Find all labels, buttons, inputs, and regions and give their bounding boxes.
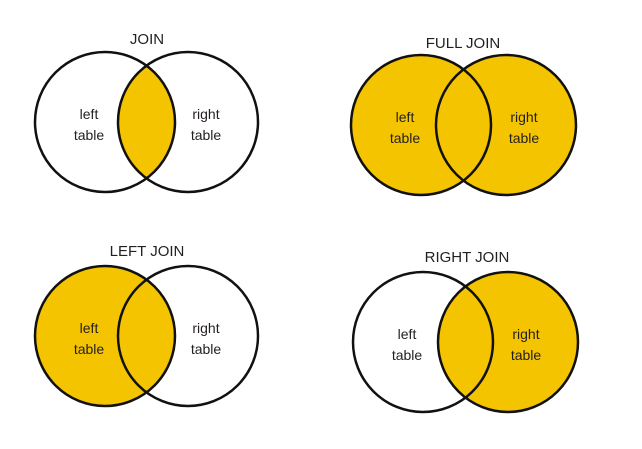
right-table-label-line2: table xyxy=(191,341,222,357)
left-join-diagram: LEFT JOIN left table right table xyxy=(33,243,260,408)
right-table-label-line1: right xyxy=(512,326,539,342)
intersection-region xyxy=(118,52,175,192)
left-table-label-line2: table xyxy=(392,347,423,363)
right-table-label-line1: right xyxy=(192,106,219,122)
left-table-circle xyxy=(33,50,177,194)
left-table-label-line1: left xyxy=(396,109,415,125)
left-table-circle xyxy=(351,270,495,414)
intersection-region xyxy=(438,272,493,412)
right-table-circle xyxy=(436,270,580,414)
left-table-label-line2: table xyxy=(74,341,105,357)
right-table-label-line2: table xyxy=(511,347,542,363)
right-table-circle xyxy=(116,264,260,408)
left-table-label-line2: table xyxy=(390,130,421,146)
right-table-label-line2: table xyxy=(191,127,222,143)
full-join-diagram: FULL JOIN left table right table xyxy=(349,35,578,197)
right-join-diagram: RIGHT JOIN left table right table xyxy=(351,249,580,414)
intersection-region xyxy=(436,55,491,195)
intersection-region xyxy=(118,266,175,406)
right-table-label-line1: right xyxy=(510,109,537,125)
left-join-title: LEFT JOIN xyxy=(110,243,185,260)
right-table-label-line1: right xyxy=(192,320,219,336)
left-table-label-line2: table xyxy=(74,127,105,143)
join-title: JOIN xyxy=(130,31,164,48)
left-table-circle xyxy=(33,264,177,408)
right-table-circle xyxy=(116,50,260,194)
join-diagram: JOIN left table right table xyxy=(33,31,260,194)
left-table-circle xyxy=(349,53,493,197)
right-join-title: RIGHT JOIN xyxy=(425,249,510,266)
left-table-label-line1: left xyxy=(80,320,99,336)
full-join-title: FULL JOIN xyxy=(426,35,500,52)
right-table-label-line2: table xyxy=(509,130,540,146)
left-table-label-line1: left xyxy=(80,106,99,122)
right-table-circle xyxy=(434,53,578,197)
left-table-label-line1: left xyxy=(398,326,417,342)
